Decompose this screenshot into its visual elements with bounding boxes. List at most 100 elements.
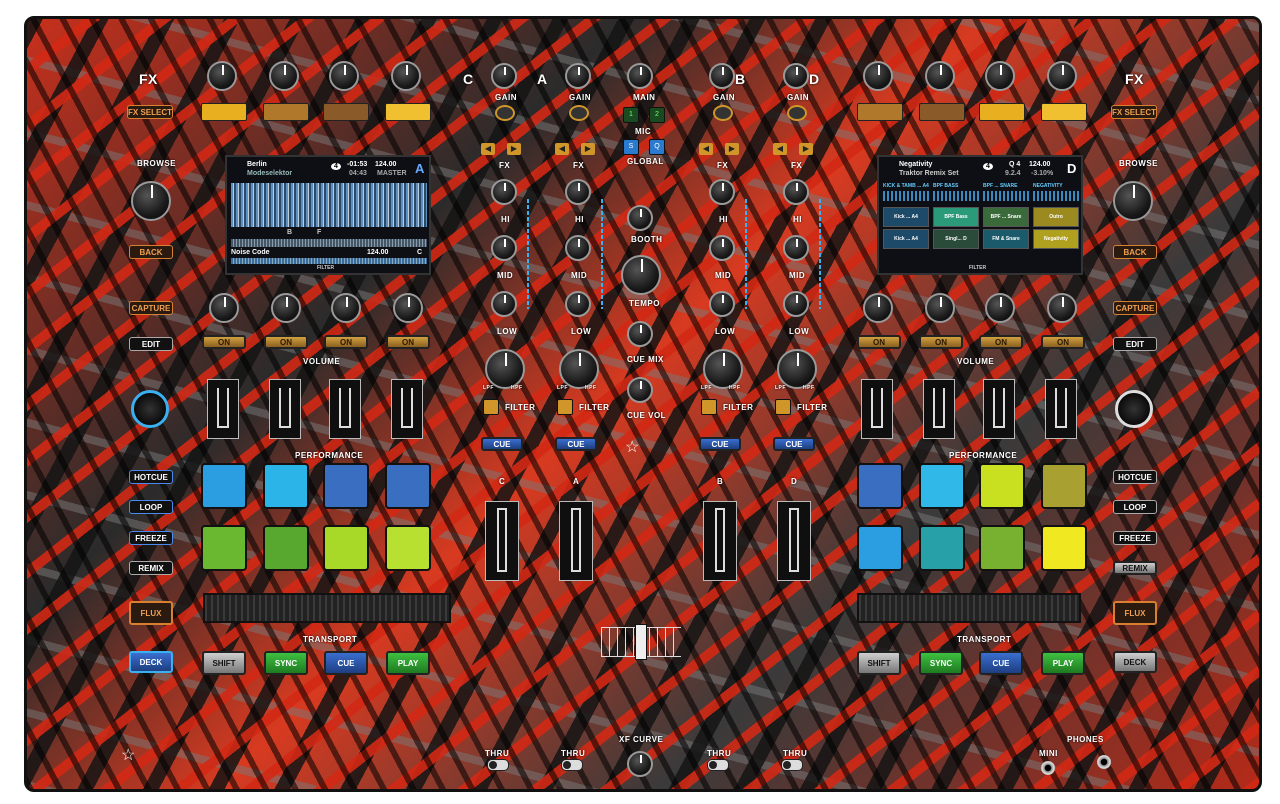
right-remix-button[interactable]: REMIX — [1113, 561, 1157, 575]
left-volume-fader-1[interactable] — [207, 379, 239, 439]
ch-b-filter-on-button[interactable] — [701, 399, 717, 415]
ch-a-gain-knob[interactable] — [565, 63, 591, 89]
mic-1-button[interactable]: 1 — [623, 107, 639, 123]
ch-c-fx-left-arrow[interactable]: ◀ — [481, 143, 495, 155]
right-shift-button[interactable]: SHIFT — [857, 651, 901, 675]
right-volume-fader-4[interactable] — [1045, 379, 1077, 439]
right-volume-fader-2[interactable] — [923, 379, 955, 439]
crossfader[interactable] — [601, 624, 681, 660]
left-play-button[interactable]: PLAY — [386, 651, 430, 675]
right-deck-button[interactable]: DECK — [1113, 651, 1157, 673]
left-remix-knob-3[interactable] — [331, 293, 361, 323]
ch-b-gain-knob[interactable] — [709, 63, 735, 89]
left-fx-button-2[interactable] — [263, 103, 309, 121]
ch-b-fx-right-arrow[interactable]: ▶ — [725, 143, 739, 155]
ch-d-fx-knob[interactable] — [783, 179, 809, 205]
ch-c-fx-right-arrow[interactable]: ▶ — [507, 143, 521, 155]
left-remix-knob-1[interactable] — [209, 293, 239, 323]
right-remix-knob-1[interactable] — [863, 293, 893, 323]
left-pad-6[interactable] — [263, 525, 309, 571]
ch-b-fx-knob[interactable] — [709, 179, 735, 205]
right-fx-button-1[interactable] — [857, 103, 903, 121]
phones-jack[interactable] — [1097, 755, 1111, 769]
ch-d-fx-right-arrow[interactable]: ▶ — [799, 143, 813, 155]
left-on-button-1[interactable]: ON — [202, 335, 246, 349]
ch-d-channel-fader[interactable] — [777, 501, 811, 581]
left-on-button-4[interactable]: ON — [386, 335, 430, 349]
ch-b-hi-knob[interactable] — [709, 235, 735, 261]
left-pad-7[interactable] — [323, 525, 369, 571]
main-knob[interactable] — [627, 63, 653, 89]
ch-c-cue-button[interactable]: CUE — [481, 437, 523, 451]
ch-a-cue-button[interactable]: CUE — [555, 437, 597, 451]
cue-vol-knob[interactable] — [627, 377, 653, 403]
ch-a-hi-knob[interactable] — [565, 235, 591, 261]
right-remix-knob-2[interactable] — [925, 293, 955, 323]
left-fx-button-4[interactable] — [385, 103, 431, 121]
left-jog-knob[interactable] — [131, 390, 169, 428]
ch-a-fx-right-arrow[interactable]: ▶ — [581, 143, 595, 155]
right-fx-knob-3[interactable] — [985, 61, 1015, 91]
ch-d-filter-on-button[interactable] — [775, 399, 791, 415]
mini-jack[interactable] — [1041, 761, 1055, 775]
ch-a-fx-knob[interactable] — [565, 179, 591, 205]
right-jog-knob[interactable] — [1115, 390, 1153, 428]
right-fx-knob-1[interactable] — [863, 61, 893, 91]
ch-c-mid-knob[interactable] — [491, 291, 517, 317]
ch-d-mid-knob[interactable] — [783, 291, 809, 317]
ch-d-cue-button[interactable]: CUE — [773, 437, 815, 451]
xf-curve-knob[interactable] — [627, 751, 653, 777]
mic-2-button[interactable]: 2 — [649, 107, 665, 123]
left-fx-button-1[interactable] — [201, 103, 247, 121]
right-back-button[interactable]: BACK — [1113, 245, 1157, 259]
ch-d-fx-left-arrow[interactable]: ◀ — [773, 143, 787, 155]
left-pad-1[interactable] — [201, 463, 247, 509]
tempo-knob[interactable] — [621, 255, 661, 295]
right-pad-2[interactable] — [919, 463, 965, 509]
left-browse-knob[interactable] — [131, 181, 171, 221]
s-button[interactable]: S — [623, 139, 639, 155]
right-hotcue-button[interactable]: HOTCUE — [1113, 470, 1157, 484]
left-on-button-3[interactable]: ON — [324, 335, 368, 349]
left-fx-knob-1[interactable] — [207, 61, 237, 91]
thru-a-switch[interactable] — [561, 759, 583, 771]
left-volume-fader-4[interactable] — [391, 379, 423, 439]
right-pad-4[interactable] — [1041, 463, 1087, 509]
left-fx-select-button[interactable]: FX SELECT — [127, 105, 173, 119]
right-on-button-4[interactable]: ON — [1041, 335, 1085, 349]
left-remix-button[interactable]: REMIX — [129, 561, 173, 575]
right-fx-knob-2[interactable] — [925, 61, 955, 91]
left-pad-3[interactable] — [323, 463, 369, 509]
ch-a-filter-on-button[interactable] — [557, 399, 573, 415]
right-on-button-1[interactable]: ON — [857, 335, 901, 349]
right-play-button[interactable]: PLAY — [1041, 651, 1085, 675]
ch-a-fx-left-arrow[interactable]: ◀ — [555, 143, 569, 155]
right-pad-1[interactable] — [857, 463, 903, 509]
ch-b-channel-fader[interactable] — [703, 501, 737, 581]
right-flux-button[interactable]: FLUX — [1113, 601, 1157, 625]
right-touch-strip[interactable] — [857, 593, 1081, 623]
left-shift-button[interactable]: SHIFT — [202, 651, 246, 675]
left-hotcue-button[interactable]: HOTCUE — [129, 470, 173, 484]
right-edit-button[interactable]: EDIT — [1113, 337, 1157, 351]
left-pad-4[interactable] — [385, 463, 431, 509]
right-volume-fader-1[interactable] — [861, 379, 893, 439]
left-back-button[interactable]: BACK — [129, 245, 173, 259]
right-cue-button[interactable]: CUE — [979, 651, 1023, 675]
left-edit-button[interactable]: EDIT — [129, 337, 173, 351]
right-remix-knob-4[interactable] — [1047, 293, 1077, 323]
right-on-button-2[interactable]: ON — [919, 335, 963, 349]
right-freeze-button[interactable]: FREEZE — [1113, 531, 1157, 545]
left-touch-strip[interactable] — [203, 593, 451, 623]
right-fx-knob-4[interactable] — [1047, 61, 1077, 91]
left-capture-button[interactable]: CAPTURE — [129, 301, 173, 315]
ch-a-mid-knob[interactable] — [565, 291, 591, 317]
thru-d-switch[interactable] — [781, 759, 803, 771]
left-loop-button[interactable]: LOOP — [129, 500, 173, 514]
booth-knob[interactable] — [627, 205, 653, 231]
right-fx-button-4[interactable] — [1041, 103, 1087, 121]
right-pad-8[interactable] — [1041, 525, 1087, 571]
ch-b-mid-knob[interactable] — [709, 291, 735, 317]
right-fx-button-2[interactable] — [919, 103, 965, 121]
ch-c-hi-knob[interactable] — [491, 235, 517, 261]
